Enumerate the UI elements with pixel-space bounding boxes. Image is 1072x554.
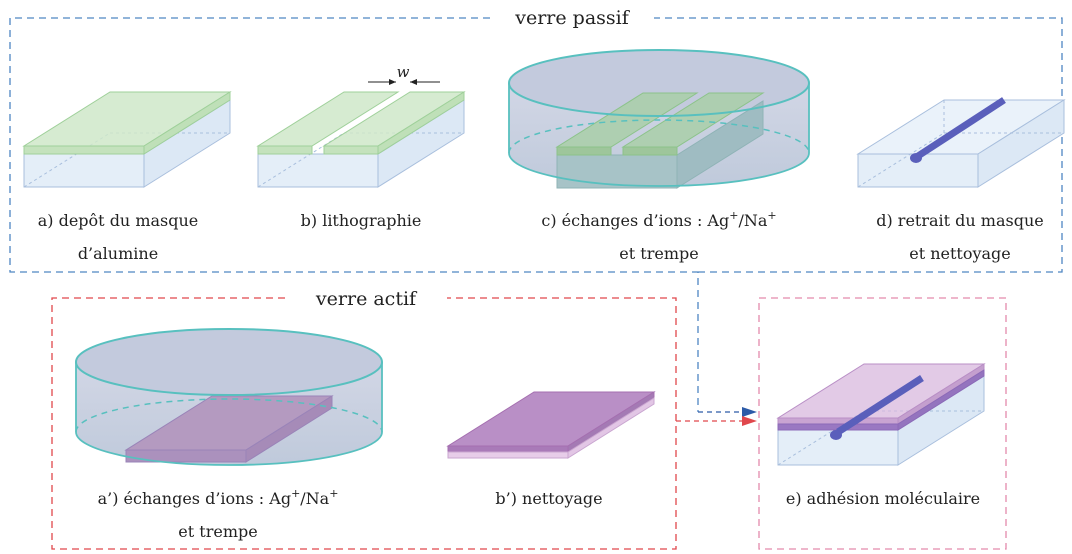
blue-arrow-head	[742, 407, 757, 417]
step-c-illustration	[508, 49, 810, 189]
step-a-prime-label-line2: et trempe	[178, 522, 257, 541]
width-symbol: w	[397, 63, 410, 81]
step-a-label-line2: d’alumine	[78, 244, 158, 263]
step-d-label-line1: d) retrait du masque	[876, 211, 1044, 230]
passive-glass-frame: verre passif	[9, 7, 1063, 412]
step-c-label-line1: c) échanges d’ions : Ag+/Na+	[541, 209, 776, 230]
step-a-prime-label-line1: a’) échanges d’ions : Ag+/Na+	[98, 487, 339, 508]
connector-arrows	[676, 407, 757, 426]
step-c-label-line2: et trempe	[619, 244, 698, 263]
step-a-label-line1: a) depôt du masque	[38, 211, 199, 230]
step-d-illustration	[856, 97, 1066, 188]
step-e-illustration	[776, 363, 986, 466]
final-step-frame	[758, 297, 1007, 550]
step-a-illustration	[22, 91, 232, 188]
step-b-prime-label: b’) nettoyage	[495, 489, 602, 508]
step-d-label-line2: et nettoyage	[909, 244, 1011, 263]
step-b-illustration	[256, 79, 466, 188]
step-b-label-line1: b) lithographie	[301, 211, 422, 230]
active-glass-title: verre actif	[315, 288, 418, 310]
passive-glass-title: verre passif	[514, 7, 630, 29]
active-glass-frame: verre actif	[51, 288, 677, 550]
red-arrow-head	[742, 416, 757, 426]
step-a-prime-illustration	[75, 328, 383, 466]
step-e-label: e) adhésion moléculaire	[786, 489, 980, 508]
step-b-prime-illustration	[446, 391, 656, 459]
